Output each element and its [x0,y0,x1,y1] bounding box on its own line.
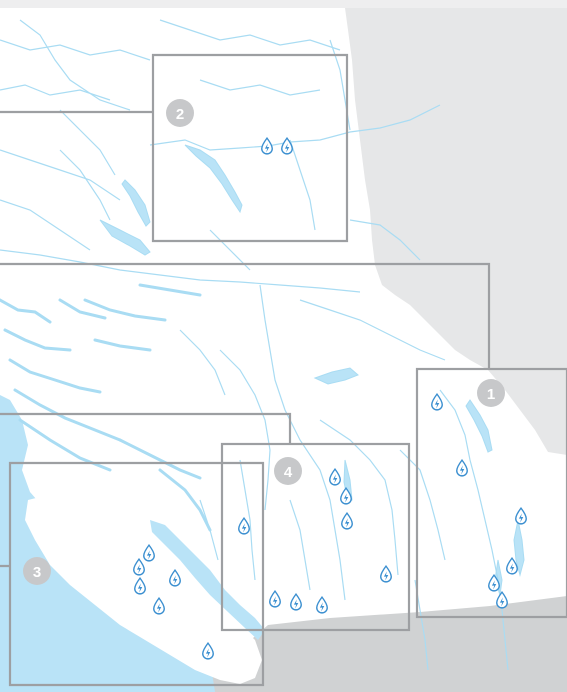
region-badge-2[interactable]: 2 [166,99,194,127]
region-number-2: 2 [176,106,184,123]
region-badges: 1 2 3 4 [23,99,505,585]
region-badge-4[interactable]: 4 [274,457,302,485]
region-number-1: 1 [487,386,495,403]
strait [150,520,265,640]
top-margin [0,0,567,8]
neighbour-land-south [190,596,567,692]
coastal-inlets [0,283,212,532]
region-box-3[interactable] [0,461,265,687]
region-badge-3[interactable]: 3 [23,557,51,585]
region-number-4: 4 [284,464,293,481]
region-number-3: 3 [33,564,41,581]
neighbour-land-east [345,8,567,455]
region-badge-1[interactable]: 1 [477,379,505,407]
region-box-2[interactable] [0,53,349,243]
region-box-4[interactable] [220,442,411,632]
lakes [99,144,525,596]
region-box-inner-frame [0,412,292,444]
region-boxes [0,53,567,687]
region-box-upper-frame [0,262,491,368]
region-box-1[interactable] [415,367,567,619]
